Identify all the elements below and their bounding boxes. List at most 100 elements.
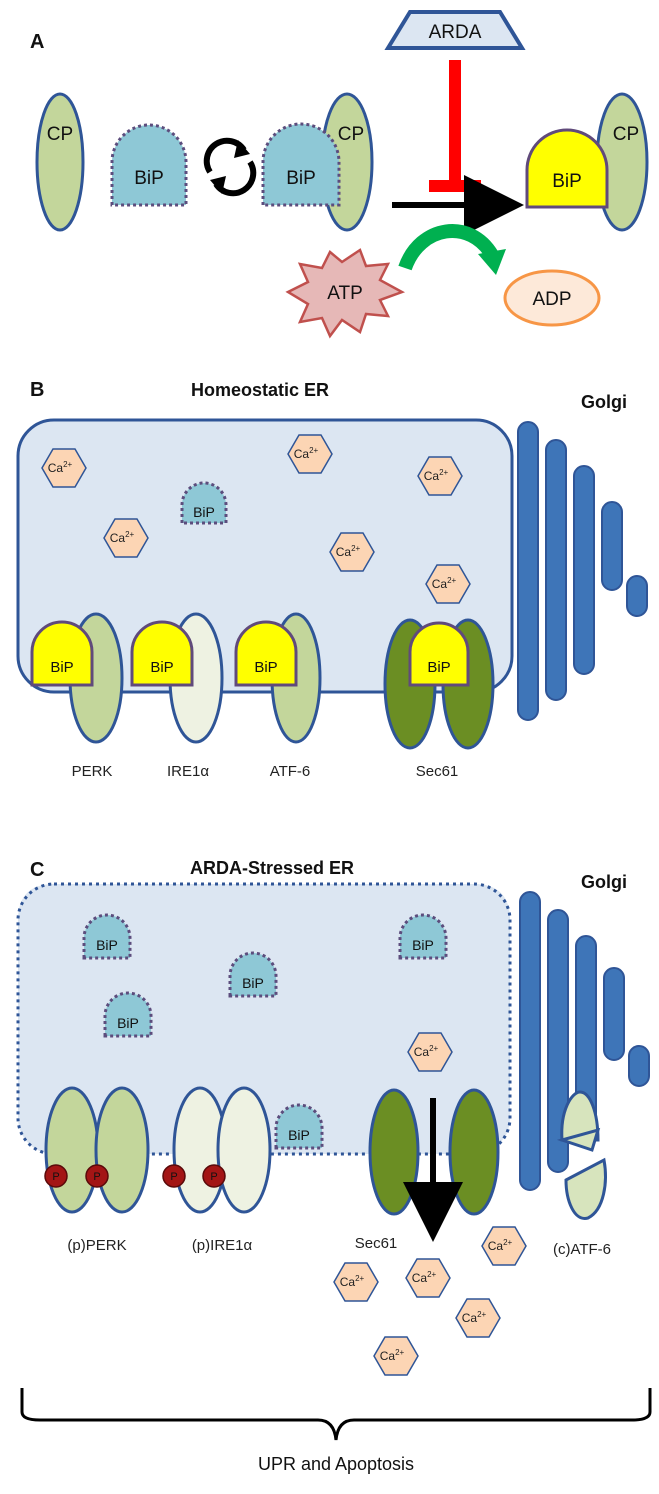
svg-text:Ca2+: Ca2+	[380, 1348, 405, 1363]
free-bip-shape	[82, 913, 132, 960]
bound-bip-shape	[234, 620, 298, 687]
free-bip-label: BiP	[96, 937, 118, 953]
panel-c: C ARDA-Stressed ER Golgi BiP BiP BiP BiP…	[16, 858, 652, 1474]
phospho-label: P	[210, 1171, 217, 1183]
er-lumen	[16, 418, 514, 694]
bip-label-2: BiP	[286, 168, 316, 189]
bound-bip-shape	[408, 621, 470, 687]
svg-text:Ca2+: Ca2+	[424, 468, 449, 483]
bound-bip-shape	[130, 620, 194, 687]
cp-shape	[35, 92, 85, 232]
pperk-label: (p)PERK	[67, 1237, 126, 1254]
adp-shape	[503, 269, 601, 327]
free-bip-label: BiP	[412, 937, 434, 953]
atf6-label: ATF-6	[270, 763, 311, 780]
outcome-label: UPR and Apoptosis	[258, 1454, 414, 1474]
calcium-ion: Ca2+	[287, 434, 333, 474]
free-bip-shape	[398, 913, 448, 960]
bound-bip-shape	[30, 620, 94, 687]
arda-label: ARDA	[429, 22, 482, 43]
phospho-label: P	[170, 1171, 177, 1183]
atf6-cleaved-top	[560, 1090, 600, 1142]
svg-text:Ca2+: Ca2+	[432, 576, 457, 591]
panel-c-letter: C	[30, 859, 44, 881]
panel-a-letter: A	[30, 31, 44, 53]
hydrolysis-arrowhead	[478, 249, 506, 275]
calcium-ion: Ca2+	[407, 1032, 453, 1072]
free-bip-shape	[110, 123, 188, 207]
calcium-ion: Ca2+	[103, 518, 149, 558]
cp-label-mid: CP	[338, 124, 364, 145]
bound-bip-label: BiP	[150, 659, 173, 676]
arda-shape	[384, 10, 526, 50]
sec61-label-c: Sec61	[355, 1235, 398, 1252]
inhibition-bar	[449, 60, 461, 184]
free-bip-label: BiP	[288, 1127, 310, 1143]
sec61-label: Sec61	[416, 763, 459, 780]
svg-text:Ca2+: Ca2+	[340, 1274, 365, 1289]
calcium-ion: Ca2+	[373, 1336, 419, 1376]
svg-text:Ca2+: Ca2+	[462, 1310, 487, 1325]
golgi-label-c: Golgi	[581, 872, 627, 892]
calcium-ion: Ca2+	[481, 1226, 527, 1266]
svg-text:Ca2+: Ca2+	[110, 530, 135, 545]
phospho-group	[85, 1164, 109, 1188]
svg-text:Ca2+: Ca2+	[294, 446, 319, 461]
bound-bip-shape	[525, 128, 609, 209]
free-bip-label: BiP	[242, 975, 264, 991]
calcium-ion: Ca2+	[333, 1262, 379, 1302]
free-bip-shape	[274, 1103, 324, 1150]
golgi-stack	[517, 421, 648, 721]
svg-text:Ca2+: Ca2+	[336, 544, 361, 559]
phospho-group	[162, 1164, 186, 1188]
atp-star	[285, 248, 406, 339]
golgi-label: Golgi	[581, 392, 627, 412]
phospho-label: P	[93, 1171, 100, 1183]
free-bip-shape	[180, 481, 228, 525]
calcium-ion: Ca2+	[405, 1258, 451, 1298]
svg-text:Ca2+: Ca2+	[414, 1044, 439, 1059]
phospho-group	[44, 1164, 68, 1188]
perk-monomer	[94, 1086, 150, 1214]
perk-monomer	[44, 1086, 100, 1214]
bound-bip-label: BiP	[254, 659, 277, 676]
atf6-cleaved-mid	[556, 1127, 601, 1152]
catf6-label: (c)ATF-6	[553, 1241, 611, 1258]
inhibition-cap	[429, 180, 481, 192]
cp-label-left: CP	[47, 124, 73, 145]
ire1-label: IRE1α	[167, 763, 209, 780]
free-bip-label: BiP	[117, 1015, 139, 1031]
phospho-label: P	[52, 1171, 59, 1183]
bound-bip-label: BiP	[50, 659, 73, 676]
svg-text:Ca2+: Ca2+	[412, 1270, 437, 1285]
cp-label-right: CP	[613, 124, 639, 145]
adp-label: ADP	[532, 289, 571, 310]
calcium-ion: Ca2+	[329, 532, 375, 572]
calcium-ion: Ca2+	[41, 448, 87, 488]
exchange-cycle-icon	[203, 137, 257, 197]
panel-c-title: ARDA-Stressed ER	[190, 858, 354, 878]
free-bip-shape	[228, 951, 278, 998]
bound-bip-label: BiP	[427, 659, 450, 676]
hydrolysis-arrow	[398, 224, 499, 271]
phospho-group	[202, 1164, 226, 1188]
free-bip-shape	[261, 122, 341, 207]
panel-b: B Homeostatic ER Golgi Ca2+ Ca2+ Ca2+	[16, 379, 648, 780]
sec61-channel	[368, 1088, 420, 1216]
pire1-label: (p)IRE1α	[192, 1237, 253, 1254]
bip-label-1: BiP	[134, 168, 164, 189]
panel-b-title: Homeostatic ER	[191, 380, 329, 400]
golgi-stack	[519, 891, 650, 1191]
free-bip-shape	[103, 991, 153, 1038]
bip-bound-label: BiP	[552, 171, 582, 192]
svg-text:Ca2+: Ca2+	[48, 460, 73, 475]
outcome-brace	[20, 1388, 652, 1441]
panel-a: A CP BiP CP BiP ARDA AT	[30, 10, 649, 339]
atp-label: ATP	[327, 283, 363, 304]
calcium-ion: Ca2+	[455, 1298, 501, 1338]
panel-b-letter: B	[30, 379, 44, 401]
perk-label: PERK	[72, 763, 113, 780]
ire1-monomer	[216, 1086, 272, 1214]
calcium-ion: Ca2+	[425, 564, 471, 604]
